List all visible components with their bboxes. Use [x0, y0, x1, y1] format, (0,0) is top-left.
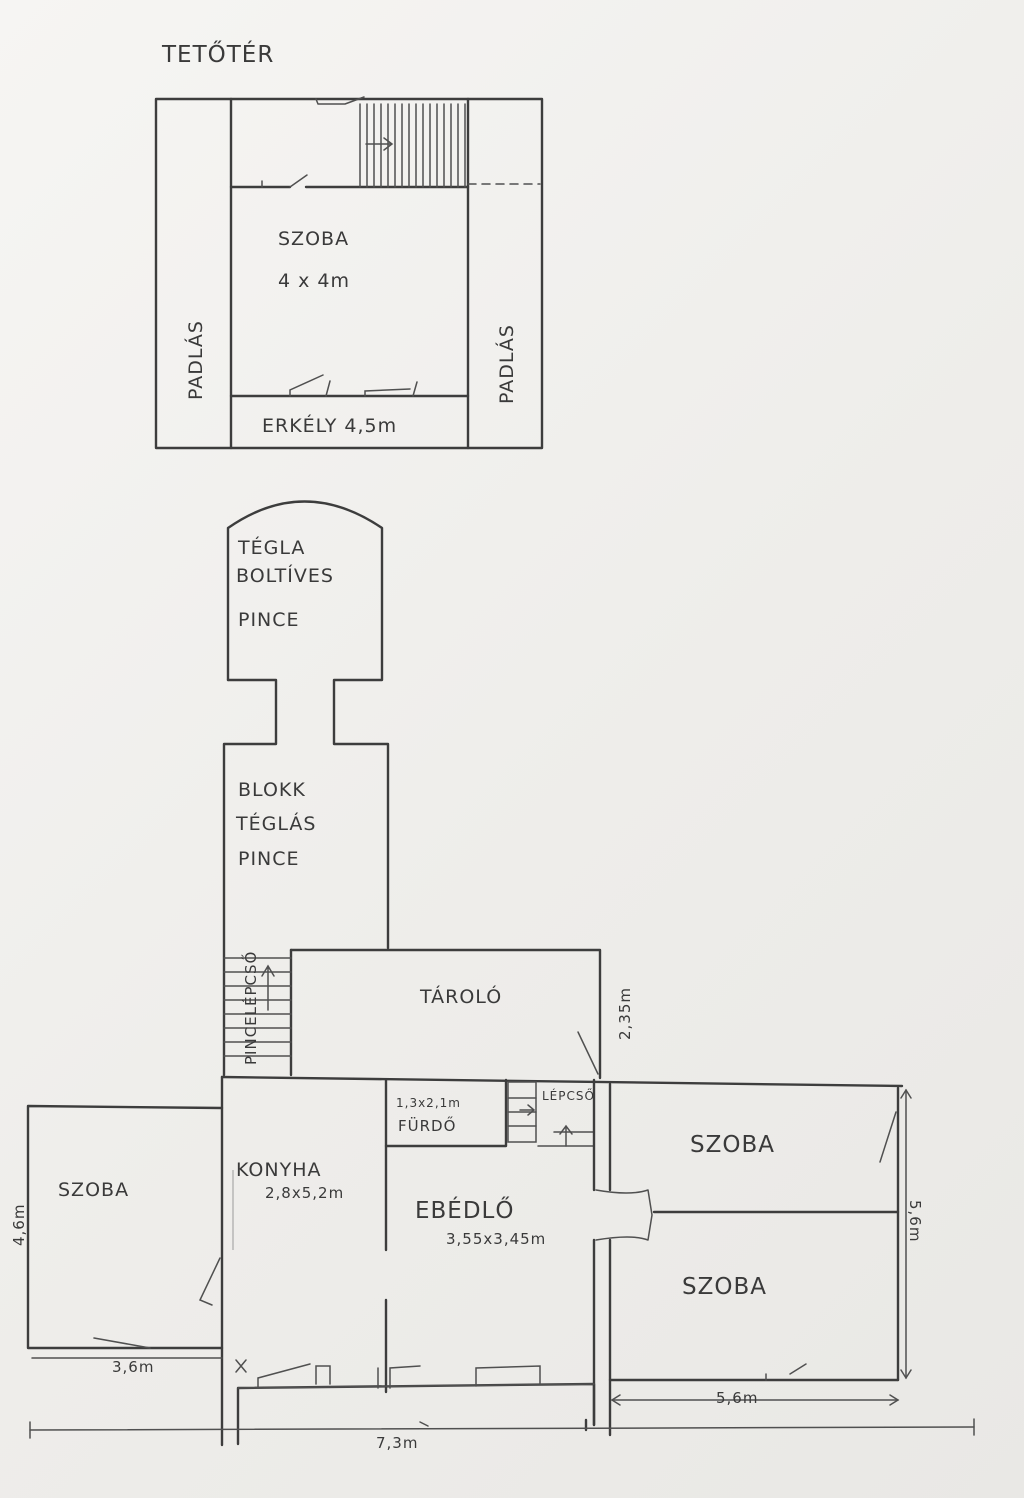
south-window-1	[257, 1363, 331, 1389]
attic-balcony-door-2	[364, 381, 418, 397]
left-room-door	[93, 1257, 221, 1349]
south-window-3	[475, 1365, 541, 1387]
attic-title: TETŐTÉR	[161, 40, 274, 68]
attic-plan: TETŐTÉR SZOBA 4 x 4m PADLÁS PADLÁS ERKÉL…	[154, 40, 544, 450]
attic-staircase	[359, 103, 466, 188]
kitchen-label: KONYHA	[236, 1159, 321, 1181]
ground-floor-plan: TÁROLÓ 2,35m SZOBA 4,6m 3,6m KONYHA 2,8x…	[10, 948, 975, 1452]
block-cellar-line3: PINCE	[238, 848, 300, 870]
double-door	[595, 1189, 653, 1241]
bathroom-wall	[384, 1078, 508, 1148]
cellar-staircase	[223, 948, 293, 1077]
bathroom-dimension: 1,3x2,1m	[396, 1096, 461, 1110]
bathroom-label: FÜRDŐ	[398, 1115, 456, 1135]
storage-wall	[289, 948, 602, 1080]
left-room-height: 4,6m	[10, 1204, 28, 1246]
cellar-plan: TÉGLA BOLTÍVES PINCE BLOKK TÉGLÁS PINCE …	[222, 500, 390, 1077]
left-room-wall	[26, 1104, 224, 1350]
attic-room-size: 4 x 4m	[278, 270, 350, 292]
block-cellar-line1: BLOKK	[238, 779, 306, 801]
attic-top-door	[315, 96, 365, 105]
vaulted-cellar-wall	[226, 500, 390, 950]
attic-room-label: SZOBA	[278, 228, 349, 250]
south-door-arrows	[235, 1359, 247, 1373]
attic-loft-left: PADLÁS	[184, 320, 207, 400]
storage-dimension: 2,35m	[616, 987, 634, 1040]
right-width-label: 5,6m	[716, 1389, 758, 1407]
south-wall-inner	[237, 1383, 595, 1389]
stairs-label: LÉPCSŐ	[542, 1088, 595, 1103]
right-room-door	[765, 1111, 897, 1381]
south-window-2	[377, 1365, 421, 1389]
total-width-label: 7,3m	[376, 1434, 418, 1452]
vaulted-cellar-line1: TÉGLA	[237, 536, 305, 559]
kitchen-dimension: 2,8x5,2m	[265, 1184, 344, 1202]
right-room-top-label: SZOBA	[690, 1132, 775, 1158]
left-room-label: SZOBA	[58, 1179, 129, 1201]
total-width-line	[29, 1426, 975, 1431]
vaulted-cellar-line3: PINCE	[238, 609, 300, 631]
ground-staircase: LÉPCSŐ	[507, 1081, 595, 1147]
attic-loft-right: PADLÁS	[495, 324, 518, 404]
right-height-label: 5,6m	[906, 1200, 924, 1242]
vaulted-cellar-wall-left	[222, 678, 278, 1077]
vaulted-cellar-line2: BOLTÍVES	[236, 564, 334, 587]
right-room-bottom-label: SZOBA	[682, 1274, 767, 1300]
storage-door	[577, 1031, 599, 1075]
cellar-stair-label: PINCELÉPCSŐ	[240, 951, 260, 1065]
attic-room-door	[261, 174, 308, 188]
house-top-wall	[220, 1075, 904, 1088]
storage-label: TÁROLÓ	[419, 984, 502, 1008]
attic-balcony-door-1	[289, 374, 331, 397]
left-room-width: 3,6m	[112, 1358, 154, 1376]
dining-label: EBÉDLŐ	[415, 1196, 514, 1224]
block-cellar-line2: TÉGLÁS	[235, 812, 316, 835]
attic-outer-wall	[154, 97, 544, 450]
attic-balcony-label: ERKÉLY 4,5m	[262, 414, 397, 437]
dining-dimension: 3,55x3,45m	[446, 1230, 546, 1248]
